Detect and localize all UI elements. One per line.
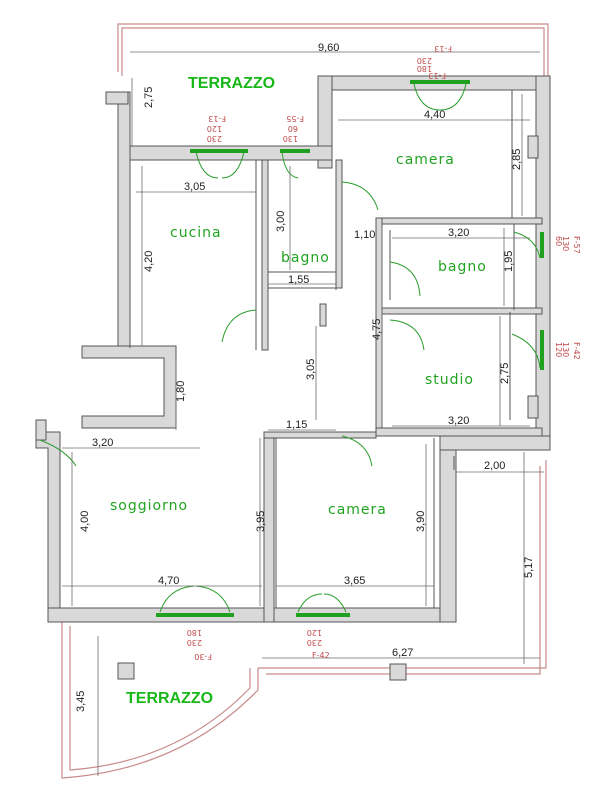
room-terrazzo-top: TERRAZZO [188, 75, 275, 92]
window-width-cucina: 120 [207, 124, 222, 133]
dim-2-75-top: 2,75 [143, 87, 155, 108]
dim-1-15: 1,15 [286, 419, 307, 431]
room-camera-top: camera [396, 152, 455, 168]
window-code-studio: F-42 [572, 342, 581, 360]
dim-3-05-corridor: 3,05 [305, 359, 317, 380]
room-bagno-2: bagno [438, 259, 487, 275]
dim-1-55: 1,55 [288, 274, 309, 286]
room-bagno-1: bagno [281, 250, 330, 266]
window-width-studio: 120 [554, 342, 563, 357]
dim-1-95: 1,95 [503, 251, 515, 272]
window-labels: F-13 F-13 180 230 F-13 120 230 F-55 60 1… [187, 44, 581, 661]
window-width-bagno: 60 [288, 124, 298, 133]
room-cucina: cucina [170, 225, 222, 241]
dim-3-20-studio: 3,20 [448, 415, 469, 427]
room-labels: TERRAZZO TERRAZZO cucina bagno camera ba… [110, 75, 487, 707]
window-code-soggiorno: F-30 [194, 652, 212, 661]
window-code-bagno: F-55 [286, 114, 304, 123]
window-height-bagno: 130 [283, 134, 298, 143]
dim-3-05-cucina: 3,05 [184, 181, 205, 193]
window-code-cucina: F-13 [208, 114, 226, 123]
dim-3-20-soggiorno: 3,20 [92, 437, 113, 449]
window-height-bagno2: 130 [561, 236, 570, 251]
windows [156, 80, 544, 617]
dim-1-10: 1,10 [354, 229, 375, 241]
dim-9-60: 9,60 [318, 42, 339, 54]
room-studio: studio [425, 372, 474, 388]
window-height-camera: 230 [307, 638, 322, 647]
window-width-top-right: 180 [417, 64, 432, 73]
dim-3-45: 3,45 [75, 691, 87, 712]
window-code-f13-top: F-13 [434, 44, 452, 53]
walls [35, 75, 551, 681]
dim-3-90: 3,90 [415, 511, 427, 532]
dim-4-20: 4,20 [143, 251, 155, 272]
dimension-texts: 9,60 2,75 4,40 2,85 3,05 4,20 3,00 1,10 … [75, 42, 535, 712]
dim-3-20-bagno: 3,20 [448, 227, 469, 239]
room-soggiorno: soggiorno [110, 498, 188, 514]
dim-4-70: 4,70 [158, 575, 179, 587]
window-height-studio: 130 [561, 342, 570, 357]
room-terrazzo-bottom: TERRAZZO [126, 690, 213, 707]
dim-4-00: 4,00 [79, 511, 91, 532]
window-code-bagno2: F-57 [572, 236, 581, 254]
window-height-soggiorno: 230 [187, 638, 202, 647]
dim-1-80: 1,80 [175, 381, 187, 402]
terrace-railings [61, 23, 549, 779]
dim-6-27: 6,27 [392, 647, 413, 659]
dim-3-65: 3,65 [344, 575, 365, 587]
window-width-soggiorno: 180 [187, 628, 202, 637]
window-width-camera: 120 [307, 628, 322, 637]
dim-3-00: 3,00 [275, 211, 287, 232]
dimension-lines [62, 51, 544, 776]
dim-2-75-studio: 2,75 [499, 363, 511, 384]
dim-2-85: 2,85 [511, 149, 523, 170]
dim-4-75: 4,75 [371, 319, 383, 340]
door-swings [39, 83, 541, 613]
dim-3-95: 3,95 [255, 511, 267, 532]
room-camera-bottom: camera [328, 502, 387, 518]
window-height-cucina: 230 [207, 134, 222, 143]
window-width-bagno2: 60 [554, 236, 563, 246]
dim-5-17: 5,17 [523, 557, 535, 578]
window-code-f13-top-right: F-13 [428, 71, 446, 80]
dim-4-40: 4,40 [424, 109, 445, 121]
window-height-top-right: 230 [417, 56, 432, 65]
window-code-f42-bottom: F-42 [312, 651, 330, 660]
dim-2-00: 2,00 [484, 460, 505, 472]
